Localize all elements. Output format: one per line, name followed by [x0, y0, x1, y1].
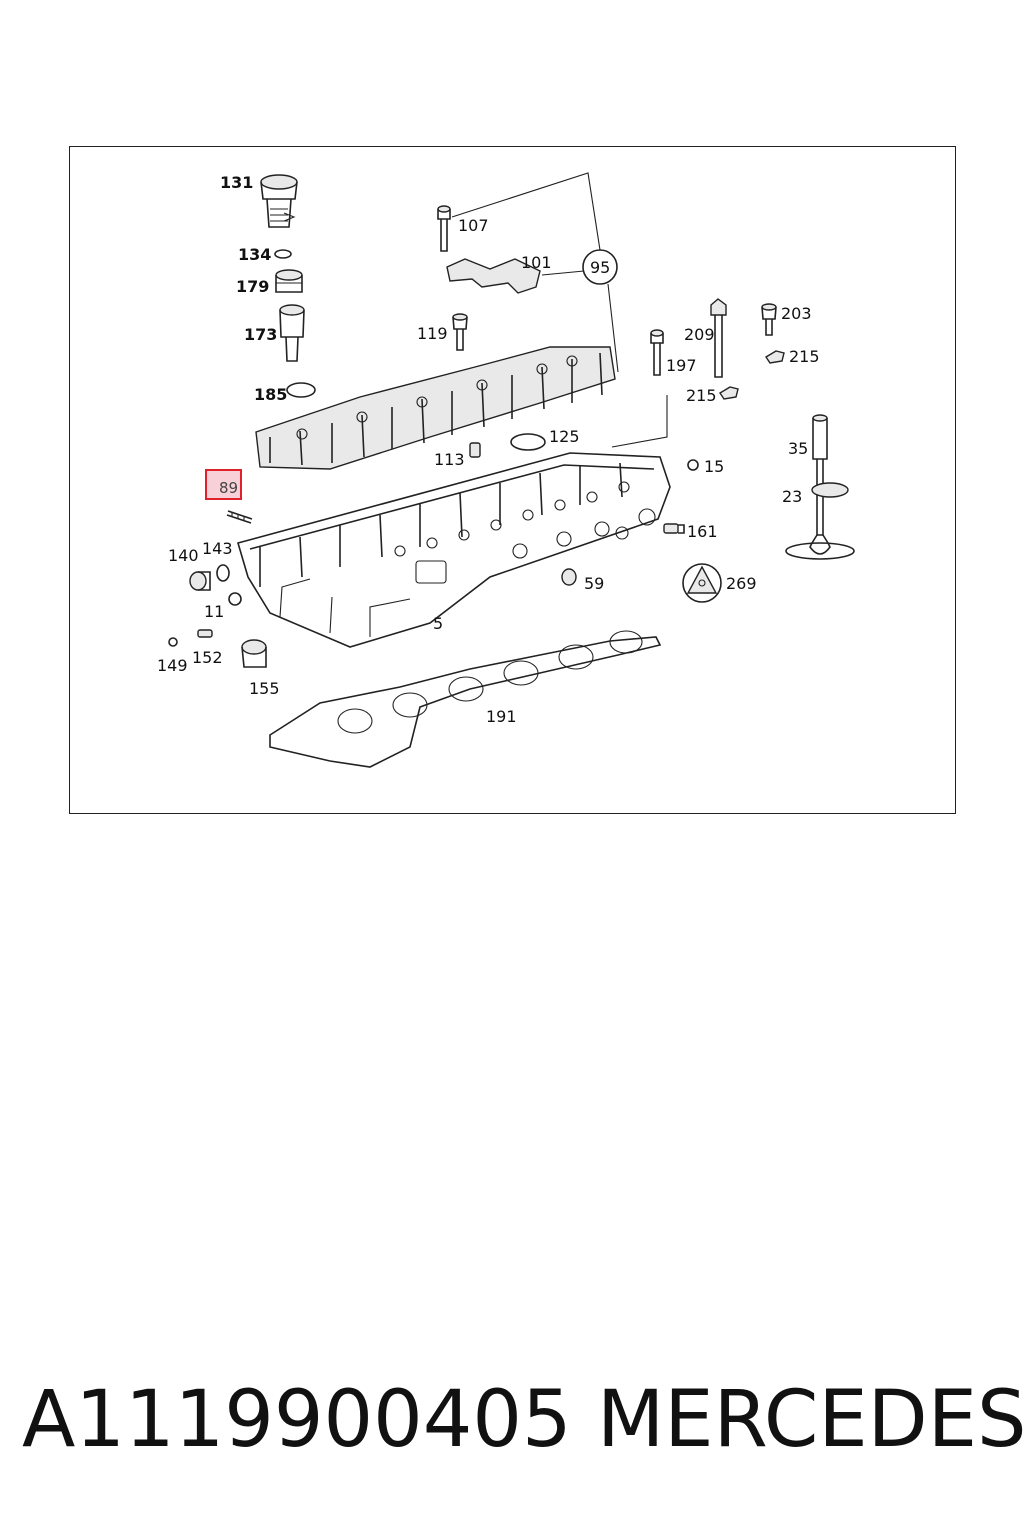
part-179-bushing: [275, 269, 303, 293]
label-149: 149: [157, 656, 188, 675]
part-269-flange: [682, 563, 722, 603]
part-23-valve-seal: [811, 482, 849, 498]
label-269: 269: [726, 574, 757, 593]
part-11-ring: [228, 592, 242, 606]
part-113-dowel: [469, 442, 481, 458]
brand-name: MERCEDES: [597, 1375, 1024, 1465]
part-203-bolt: [761, 303, 777, 336]
label-35: 35: [788, 439, 808, 458]
label-119: 119: [417, 324, 448, 343]
label-15: 15: [704, 457, 724, 476]
parts-diagram-frame: 131 134 179 173 185 107 101 95 119 209 2…: [69, 146, 956, 814]
label-107: 107: [458, 216, 489, 235]
part-185-seal-ring: [286, 382, 316, 398]
part-89-stud: [226, 510, 253, 524]
camshaft-housing: [255, 346, 616, 470]
label-161: 161: [687, 522, 718, 541]
part-161-plug: [663, 523, 685, 534]
part-101-bearing-cap: [446, 258, 541, 294]
part-95-bracket-lines: [451, 172, 619, 373]
label-197: 197: [666, 356, 697, 375]
label-131: 131: [220, 173, 253, 192]
part-173-plunger: [279, 304, 305, 362]
part-107-bolt: [437, 205, 451, 252]
part-5-cylinder-head: [237, 452, 671, 648]
part-155-sleeve: [241, 639, 267, 668]
label-155: 155: [249, 679, 280, 698]
part-131-oil-filler: [260, 174, 298, 228]
part-191-head-gasket: [269, 630, 662, 768]
part-15-ball: [687, 459, 699, 471]
label-134: 134: [238, 245, 271, 264]
part-152-pin: [197, 629, 213, 638]
label-191: 191: [486, 707, 517, 726]
label-173: 173: [244, 325, 277, 344]
part-197-bolt: [650, 329, 664, 376]
part-125-seal: [510, 433, 546, 451]
part-number: A1119900405: [22, 1375, 572, 1465]
part-35-valve: [785, 414, 855, 560]
part-215-washer-lower: [719, 386, 739, 400]
part-134-o-ring: [274, 249, 292, 259]
label-185: 185: [254, 385, 287, 404]
label-215-b: 215: [686, 386, 717, 405]
label-101: 101: [521, 253, 552, 272]
label-152: 152: [192, 648, 223, 667]
label-209: 209: [684, 325, 715, 344]
part-149-ball: [168, 637, 178, 647]
label-125: 125: [549, 427, 580, 446]
leader-197: [611, 395, 668, 448]
part-119-bolt: [452, 313, 468, 351]
label-89: 89: [219, 479, 239, 497]
label-143: 143: [202, 539, 233, 558]
label-11: 11: [204, 602, 224, 621]
cylinder-head-exploded-view: 131 134 179 173 185 107 101 95 119 209 2…: [157, 172, 855, 768]
part-59-plug: [561, 568, 577, 586]
label-179: 179: [236, 277, 269, 296]
part-215-washer-upper: [765, 350, 785, 364]
label-113: 113: [434, 450, 465, 469]
label-23: 23: [782, 487, 802, 506]
part-143-washer: [216, 564, 230, 582]
highlighted-part-89[interactable]: [205, 469, 242, 500]
label-59: 59: [584, 574, 604, 593]
label-140: 140: [168, 546, 199, 565]
label-203: 203: [781, 304, 812, 323]
label-5: 5: [433, 614, 443, 633]
label-215-a: 215: [789, 347, 820, 366]
part-140-plug: [189, 571, 211, 591]
label-95: 95: [590, 258, 610, 277]
part-209-stud: [710, 298, 727, 378]
